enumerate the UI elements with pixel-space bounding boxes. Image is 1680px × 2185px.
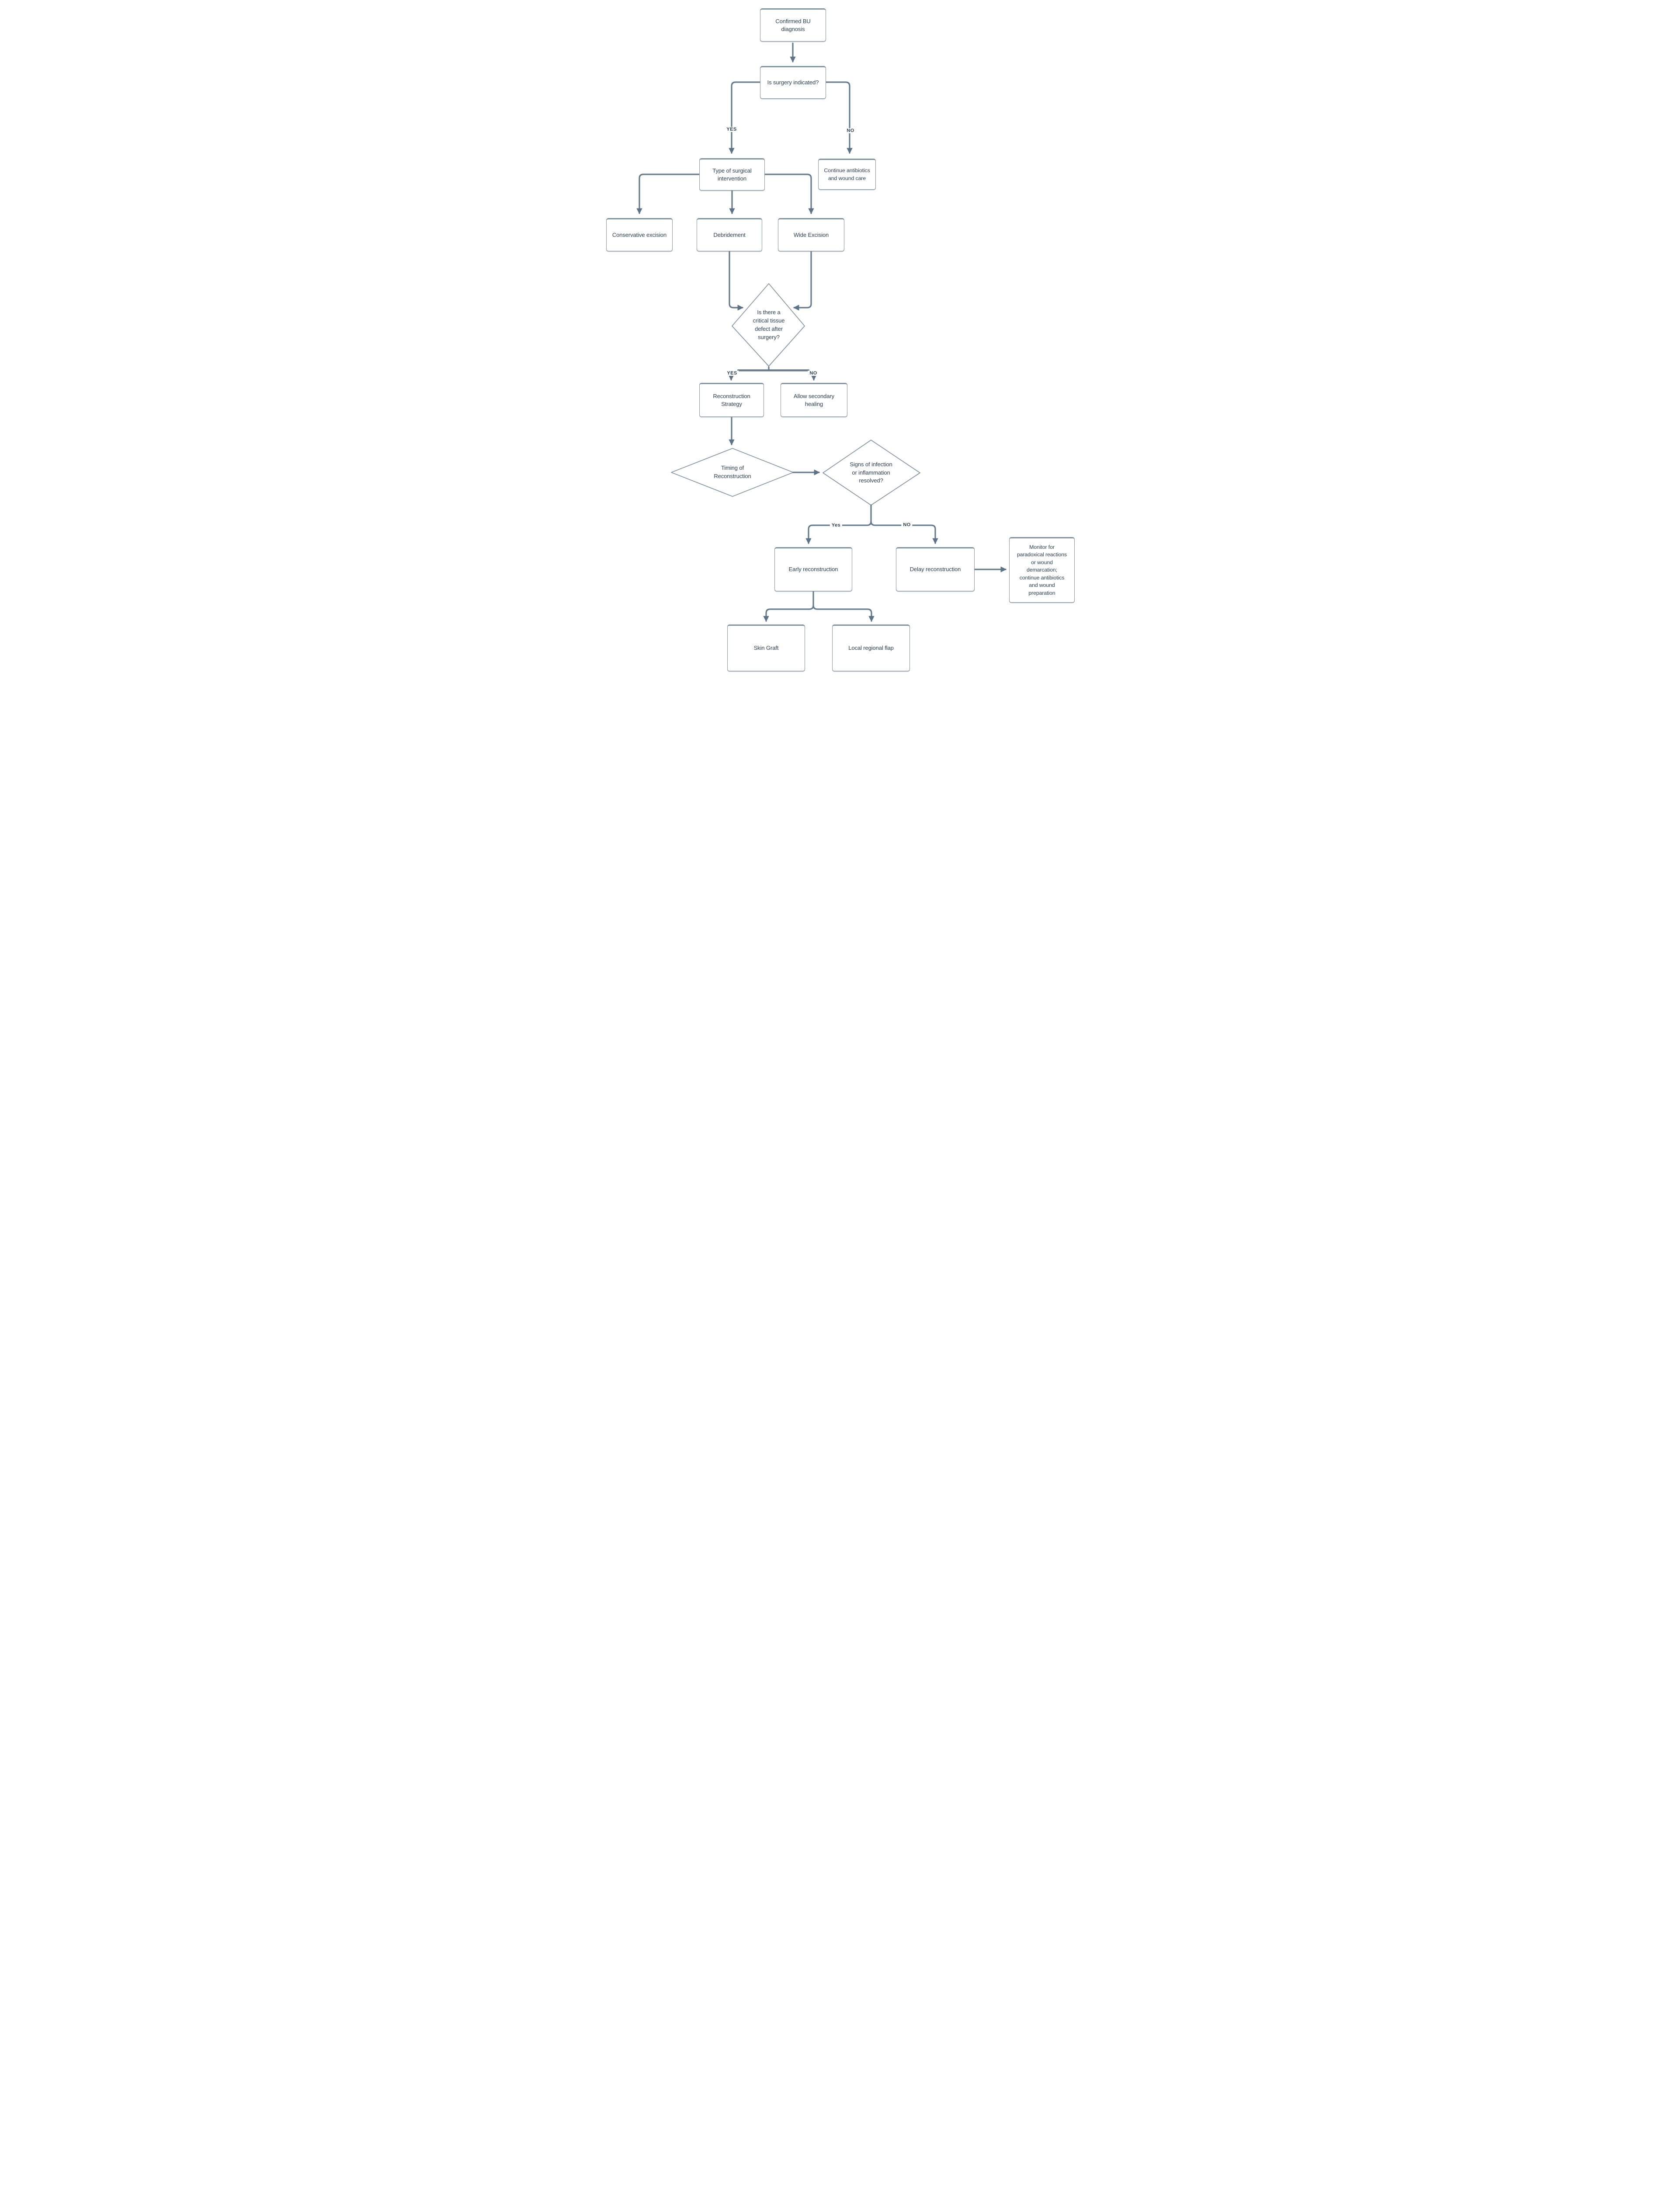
node-label: Skin Graft [753,645,779,652]
node-label: Delay reconstruction [909,566,961,573]
node-debridement: Debridement [697,218,762,251]
node-label: Early reconstruction [788,566,838,573]
node-label: Continue antibiotics and wound care [824,167,870,181]
node-local-regional-flap: Local regional flap [832,624,910,671]
edge-signs-no-to-delay [870,520,938,545]
edge-early-to-skin-graft [763,604,814,622]
edge-label-signs-yes: Yes [830,523,843,528]
edge-label-surgery-yes: YES [725,127,739,132]
edge-surgery-no-to-continue [825,81,853,154]
node-is-surgery-indicated: Is surgery indicated? [760,66,826,99]
connector-layer [636,42,1007,622]
edge-wide-to-defect [793,250,812,311]
edge-debridement-to-defect [729,250,744,311]
node-label: Wide Excision [793,231,829,238]
edge-type-to-wide [764,173,814,215]
node-label: Conservative excision [612,231,667,238]
node-label: Debridement [713,231,746,238]
node-skin-graft: Skin Graft [727,624,805,671]
node-label: Monitor for paradoxical reactions or wou… [1017,544,1067,596]
node-continue-antibiotics: Continue antibiotics and wound care [818,159,876,190]
decision-signs-resolved [823,440,920,506]
edge-label-defect-yes: YES [725,371,739,376]
node-label: Allow secondary healing [793,392,835,407]
node-label: Confirmed BU diagnosis [775,17,811,32]
node-label: Reconstruction Strategy [713,392,750,407]
node-monitor-paradoxical: Monitor for paradoxical reactions or wou… [1009,537,1075,603]
flowchart-canvas: Confirmed BU diagnosis Is surgery indica… [600,0,1080,679]
edge-surgery-yes-to-type [729,81,761,154]
edge-label-defect-no: NO [808,371,819,376]
edge-signs-yes-to-early [805,520,872,545]
decision-timing-of-reconstruction [671,448,794,497]
node-delay-reconstruction: Delay reconstruction [896,547,975,591]
node-conservative-excision: Conservative excision [606,218,673,251]
node-wide-excision: Wide Excision [778,218,844,251]
node-label: Type of surgical intervention [712,167,752,182]
node-reconstruction-strategy: Reconstruction Strategy [699,383,764,417]
edge-type-to-conservative [636,173,700,215]
node-type-of-surgical-intervention: Type of surgical intervention [699,158,765,191]
edge-label-signs-no: NO [901,522,913,527]
node-allow-secondary-healing: Allow secondary healing [781,383,847,417]
node-early-reconstruction: Early reconstruction [774,547,852,591]
node-label: Is surgery indicated? [767,79,819,86]
edge-label-surgery-no: NO [845,128,856,133]
decision-critical-tissue-defect [732,283,805,367]
node-confirmed-bu-diagnosis: Confirmed BU diagnosis [760,8,826,42]
node-label: Local regional flap [848,645,894,652]
edge-early-to-local-flap [812,604,875,622]
